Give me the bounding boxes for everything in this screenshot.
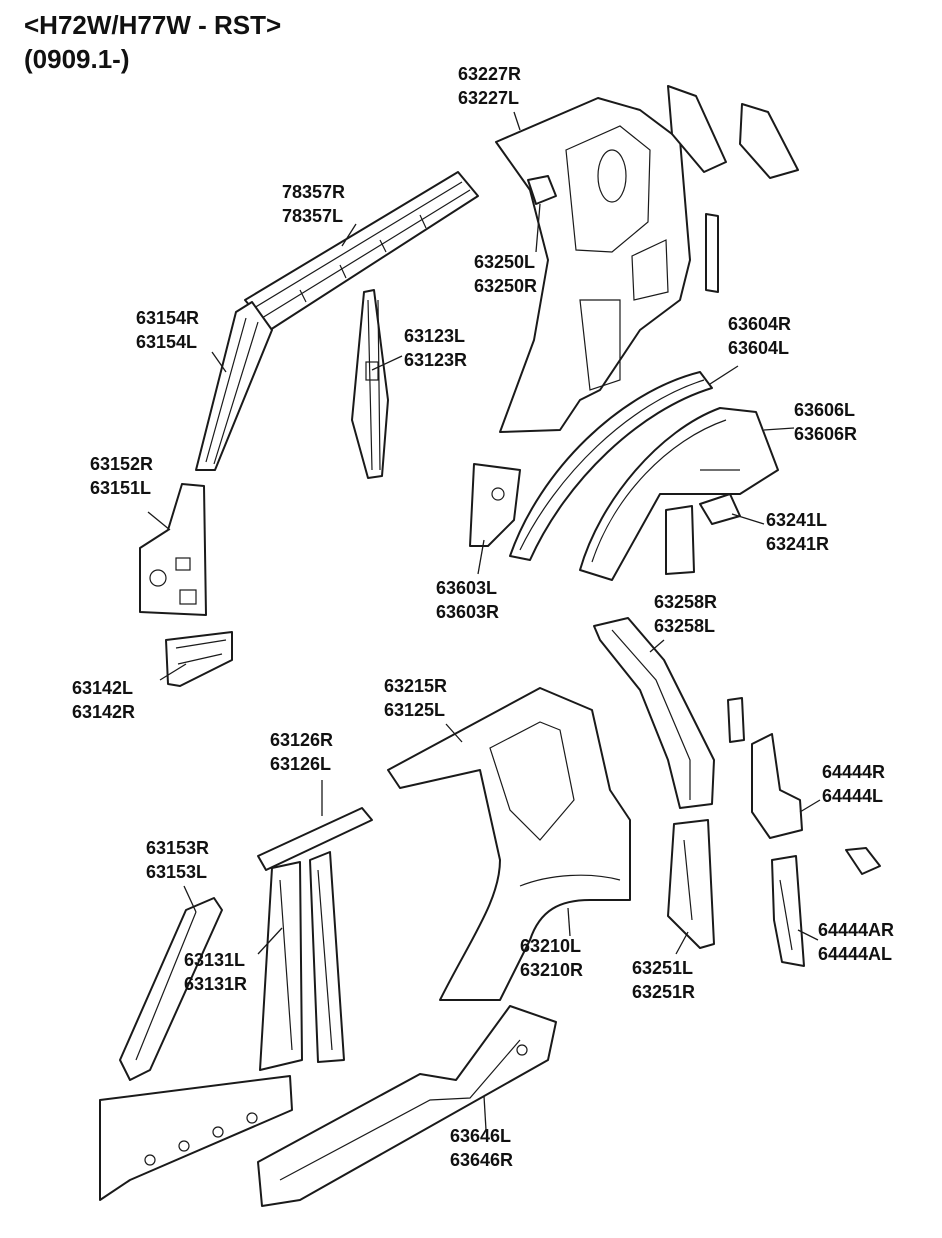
part-number: 78357L — [282, 206, 343, 226]
part-label-p1: 78357R 78357L — [282, 182, 345, 226]
part-number: 63606L — [794, 400, 855, 420]
part-number: 63646L — [450, 1126, 511, 1146]
part-label-p5: 63142L 63142R — [72, 678, 135, 722]
part-number: 64444R — [822, 762, 885, 782]
part-number: 63606R — [794, 424, 857, 444]
part-label-p15: 63153R 63153L — [146, 838, 209, 882]
part-number: 63251R — [632, 982, 695, 1002]
part-number: 63131R — [184, 974, 247, 994]
b-pillar-upper-drawing — [351, 289, 389, 479]
part-number: 63241L — [766, 510, 827, 530]
part-number: 64444L — [822, 786, 883, 806]
part-number: 78357R — [282, 182, 345, 202]
part-number: 63646R — [450, 1150, 513, 1170]
part-number: 63154R — [136, 308, 199, 328]
part-label-p11: 63603L 63603R — [436, 578, 499, 622]
part-label-p16: 63131L 63131R — [184, 950, 247, 994]
part-number: 63142L — [72, 678, 133, 698]
side-sill-outer-drawing — [257, 1005, 557, 1207]
part-label-p13: 63215R 63125L — [384, 676, 447, 720]
date-range: (0909.1-) — [24, 44, 130, 74]
part-number: 63152R — [90, 454, 153, 474]
part-label-p3: 63123L 63123R — [404, 326, 467, 370]
part-number: 63125L — [384, 700, 445, 720]
part-labels: 78357R 78357L 63154R 63154L 63123L 63123R 6… — [72, 64, 894, 1170]
part-label-p4: 63152R 63151L — [90, 454, 153, 498]
part-label-p21: 63646L 63646R — [450, 1126, 513, 1170]
lower-bracket-drawing — [165, 631, 233, 687]
part-number: 63604R — [728, 314, 791, 334]
part-number: 63250L — [474, 252, 535, 272]
b-pillar-lower-drawing — [257, 807, 373, 1071]
a-pillar-upper-drawing — [195, 301, 273, 471]
part-label-p17: 63210L 63210R — [520, 936, 583, 980]
part-number: 63250R — [474, 276, 537, 296]
part-number: 63151L — [90, 478, 151, 498]
part-number: 63215R — [384, 676, 447, 696]
part-number: 63603L — [436, 578, 497, 598]
part-number: 63153R — [146, 838, 209, 858]
part-number: 63126L — [270, 754, 331, 774]
part-number: 64444AL — [818, 944, 892, 964]
part-label-p8: 63604R 63604L — [728, 314, 791, 358]
part-number: 63251L — [632, 958, 693, 978]
part-number: 63258R — [654, 592, 717, 612]
part-number: 63227L — [458, 88, 519, 108]
part-number: 63153L — [146, 862, 207, 882]
model-title: <H72W/H77W - RST> — [24, 10, 282, 40]
part-number: 64444AR — [818, 920, 894, 940]
part-label-p9: 63606L 63606R — [794, 400, 857, 444]
wheelhouse-bracket-drawing — [665, 493, 741, 575]
part-label-p18: 63251L 63251R — [632, 958, 695, 1002]
part-label-p10: 63241L 63241R — [766, 510, 829, 554]
part-number: 63210L — [520, 936, 581, 956]
part-label-p20: 64444AR 64444AL — [818, 920, 894, 964]
leader-lines — [147, 111, 821, 1131]
part-number: 63142R — [72, 702, 135, 722]
part-label-p14: 63126R 63126L — [270, 730, 333, 774]
part-number: 63603R — [436, 602, 499, 622]
part-number: 63123L — [404, 326, 465, 346]
roof-rail-drawing — [244, 171, 479, 331]
part-number: 63227R — [458, 64, 521, 84]
part-number: 63604L — [728, 338, 789, 358]
part-label-p19: 64444R 64444L — [822, 762, 885, 806]
part-label-p2: 63154R 63154L — [136, 308, 199, 352]
part-number: 63241R — [766, 534, 829, 554]
d-pillar-lower-drawing — [667, 819, 715, 949]
part-number: 63126R — [270, 730, 333, 750]
a-pillar-inner-drawing — [139, 483, 207, 616]
part-number: 63258L — [654, 616, 715, 636]
quarter-outer-panel-drawing — [387, 687, 631, 1001]
part-number: 63210R — [520, 960, 583, 980]
part-label-p6: 63227R 63227L — [458, 64, 521, 108]
wheelhouse-inner-drawing — [579, 407, 779, 581]
part-label-p12: 63258R 63258L — [654, 592, 717, 636]
a-pillar-lower-drawing — [119, 897, 223, 1081]
extension-bracket-drawing — [727, 697, 881, 875]
part-number: 63131L — [184, 950, 245, 970]
part-number: 63123R — [404, 350, 467, 370]
part-number: 63154L — [136, 332, 197, 352]
quarter-bracket-drawing — [469, 463, 521, 547]
extension-bracket-a-drawing — [771, 855, 805, 967]
d-pillar-strip-drawing — [593, 617, 715, 809]
gusset-drawing — [527, 175, 557, 205]
upper-small-parts-drawing — [667, 85, 799, 293]
wheelhouse-outer-drawing — [509, 371, 713, 561]
part-label-p7: 63250L 63250R — [474, 252, 537, 296]
side-sill-inner-drawing — [99, 1075, 293, 1201]
